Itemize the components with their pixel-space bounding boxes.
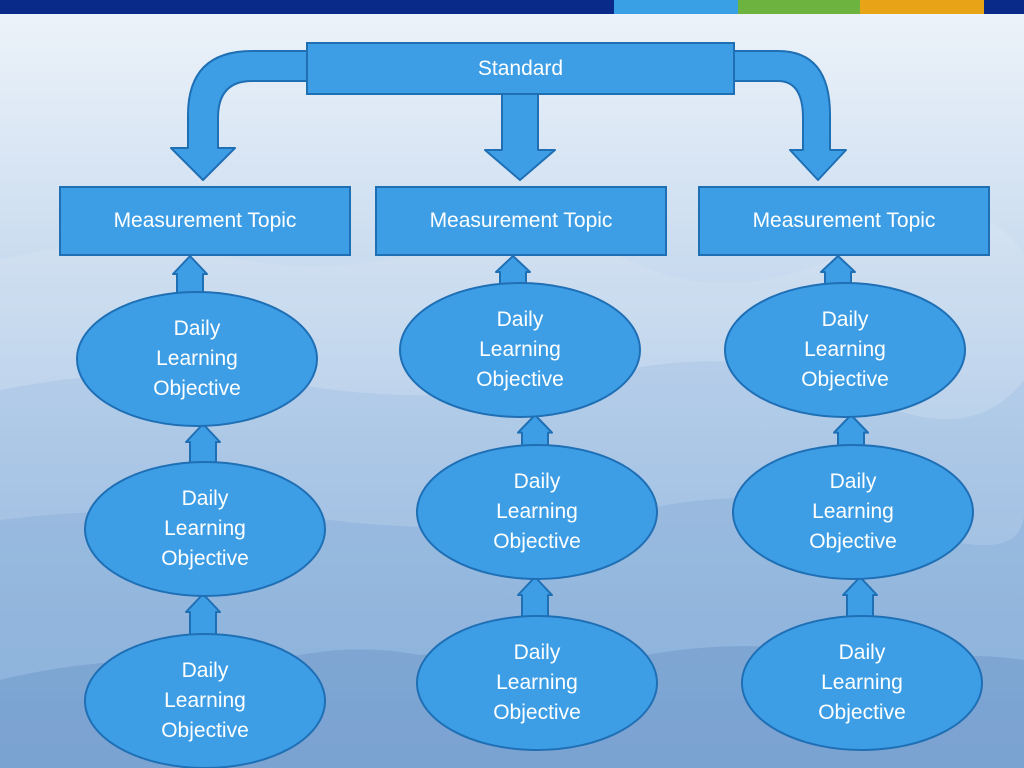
daily-objective-label: Daily Learning Objective <box>161 487 249 570</box>
daily-objective-ellipse <box>399 282 641 418</box>
curved-arrow-left <box>170 50 308 181</box>
curved-arrow-right <box>732 50 847 181</box>
daily-objective-ellipse <box>76 291 318 427</box>
measurement-topic-label: Measurement Topic <box>429 209 613 232</box>
daily-objective-label: Daily Learning Objective <box>809 470 897 553</box>
daily-objective-label: Daily Learning Objective <box>493 470 581 553</box>
daily-objective-ellipse <box>416 444 658 580</box>
top-bar-blue-segment <box>614 0 738 14</box>
standard-box <box>306 42 735 95</box>
daily-objective-label: Daily Learning Objective <box>161 659 249 742</box>
top-bar-navy-end-segment <box>984 0 1024 14</box>
daily-objective-ellipse <box>84 461 326 597</box>
measurement-topic-label: Measurement Topic <box>752 209 936 232</box>
daily-objective-label: Daily Learning Objective <box>818 641 906 724</box>
up-arrow <box>842 576 878 619</box>
measurement-topic-label: Measurement Topic <box>113 209 297 232</box>
down-arrow-center <box>484 92 556 181</box>
daily-objective-label: Daily Learning Objective <box>153 317 241 400</box>
up-arrow <box>820 255 856 286</box>
up-arrow <box>172 255 208 295</box>
daily-objective-ellipse <box>724 282 966 418</box>
daily-objective-ellipse <box>416 615 658 751</box>
measurement-topic-box <box>59 186 351 256</box>
top-bar-navy-segment <box>0 0 614 14</box>
daily-objective-ellipse <box>741 615 983 751</box>
measurement-topic-box <box>698 186 990 256</box>
up-arrow <box>495 255 531 286</box>
top-color-bar <box>0 0 1024 14</box>
daily-objective-ellipse <box>84 633 326 768</box>
measurement-topic-box <box>375 186 667 256</box>
daily-objective-label: Daily Learning Objective <box>493 641 581 724</box>
up-arrow <box>185 593 221 637</box>
daily-objective-ellipse <box>732 444 974 580</box>
standard-label: Standard <box>477 56 564 80</box>
daily-objective-label: Daily Learning Objective <box>476 308 564 391</box>
up-arrow <box>517 414 553 448</box>
daily-objective-label: Daily Learning Objective <box>801 308 889 391</box>
top-bar-green-segment <box>738 0 860 14</box>
top-bar-gold-segment <box>860 0 984 14</box>
up-arrow <box>185 423 221 465</box>
up-arrow <box>833 414 869 448</box>
up-arrow <box>517 576 553 619</box>
